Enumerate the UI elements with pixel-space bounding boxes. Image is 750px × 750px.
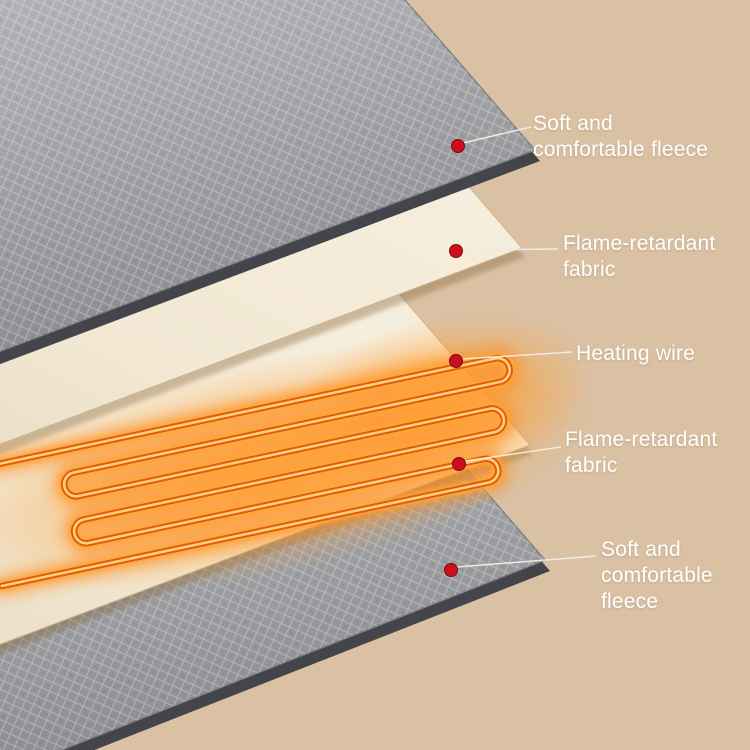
leader-line-fabric-top [461,248,559,251]
leader-line-fleece-top [462,126,532,144]
heating-wire-layer [0,311,597,599]
fleece-top-layer [0,0,540,365]
callout-dot-heating-wire [449,354,463,368]
fleece-top-texture [0,0,535,352]
leader-line-heating-wire [461,351,573,360]
callout-dot-fleece-bottom [444,563,458,577]
callout-dot-fabric-bottom [452,457,466,471]
heating-wire-highlight [0,356,511,588]
leader-line-fabric-bottom [464,446,562,462]
callout-dot-fabric-top [449,244,463,258]
callout-dot-fleece-top [451,139,465,153]
leader-line-fleece-bottom [456,555,597,568]
callouts [444,126,597,577]
